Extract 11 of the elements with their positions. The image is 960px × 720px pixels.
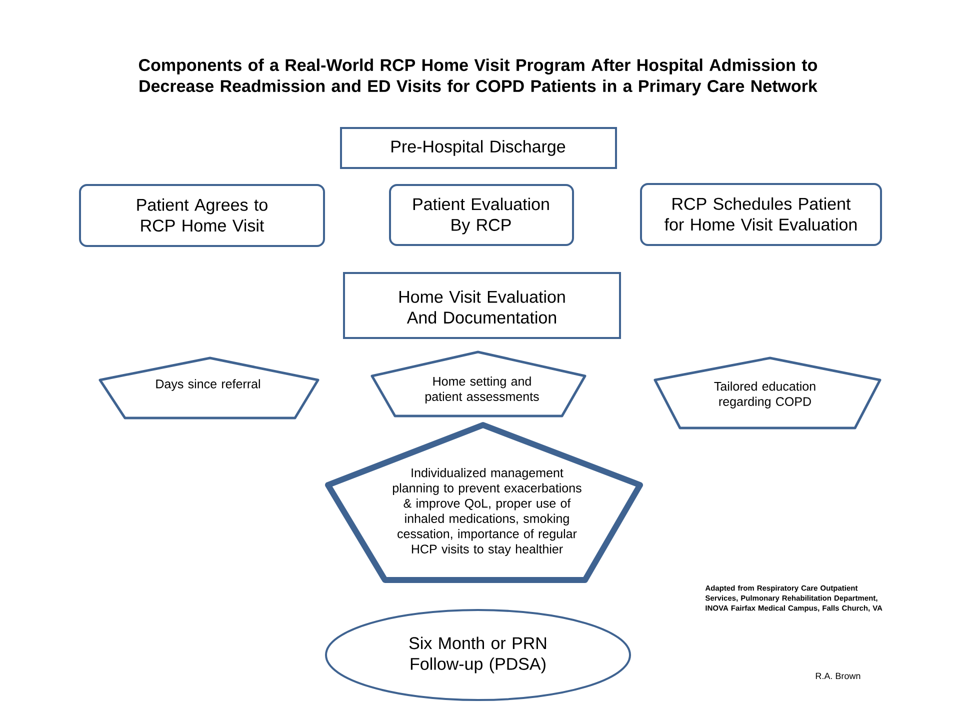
- author-note: R.A. Brown: [816, 672, 860, 680]
- rounded-box: Patient Evaluation By RCP: [389, 184, 574, 246]
- process-box: Home Visit Evaluation And Documentation: [343, 272, 621, 339]
- rounded-box: RCP Schedules Patient for Home Visit Evaluation: [640, 183, 882, 246]
- title: Components of a Real-World RCP Home Visit Program After Hospital Admission to Decrease Readmission and ED Visits for COPD Patients in a Primary Care Network: [138, 58, 818, 96]
- pentagon: Days since referral: [98, 356, 320, 420]
- pentagon: Individualized management planning to prevent exacerbations & improve QoL, proper use of inhaled medications, smoking cessation, importance of regular HCP visits to stay healthier: [325, 422, 643, 583]
- rounded-box: Patient Agrees to RCP Home Visit: [79, 184, 325, 247]
- pentagon: Home setting and patient assessments: [370, 350, 586, 418]
- process-box: Pre-Hospital Discharge: [340, 127, 617, 169]
- pentagon: Tailored education regarding COPD: [654, 356, 882, 430]
